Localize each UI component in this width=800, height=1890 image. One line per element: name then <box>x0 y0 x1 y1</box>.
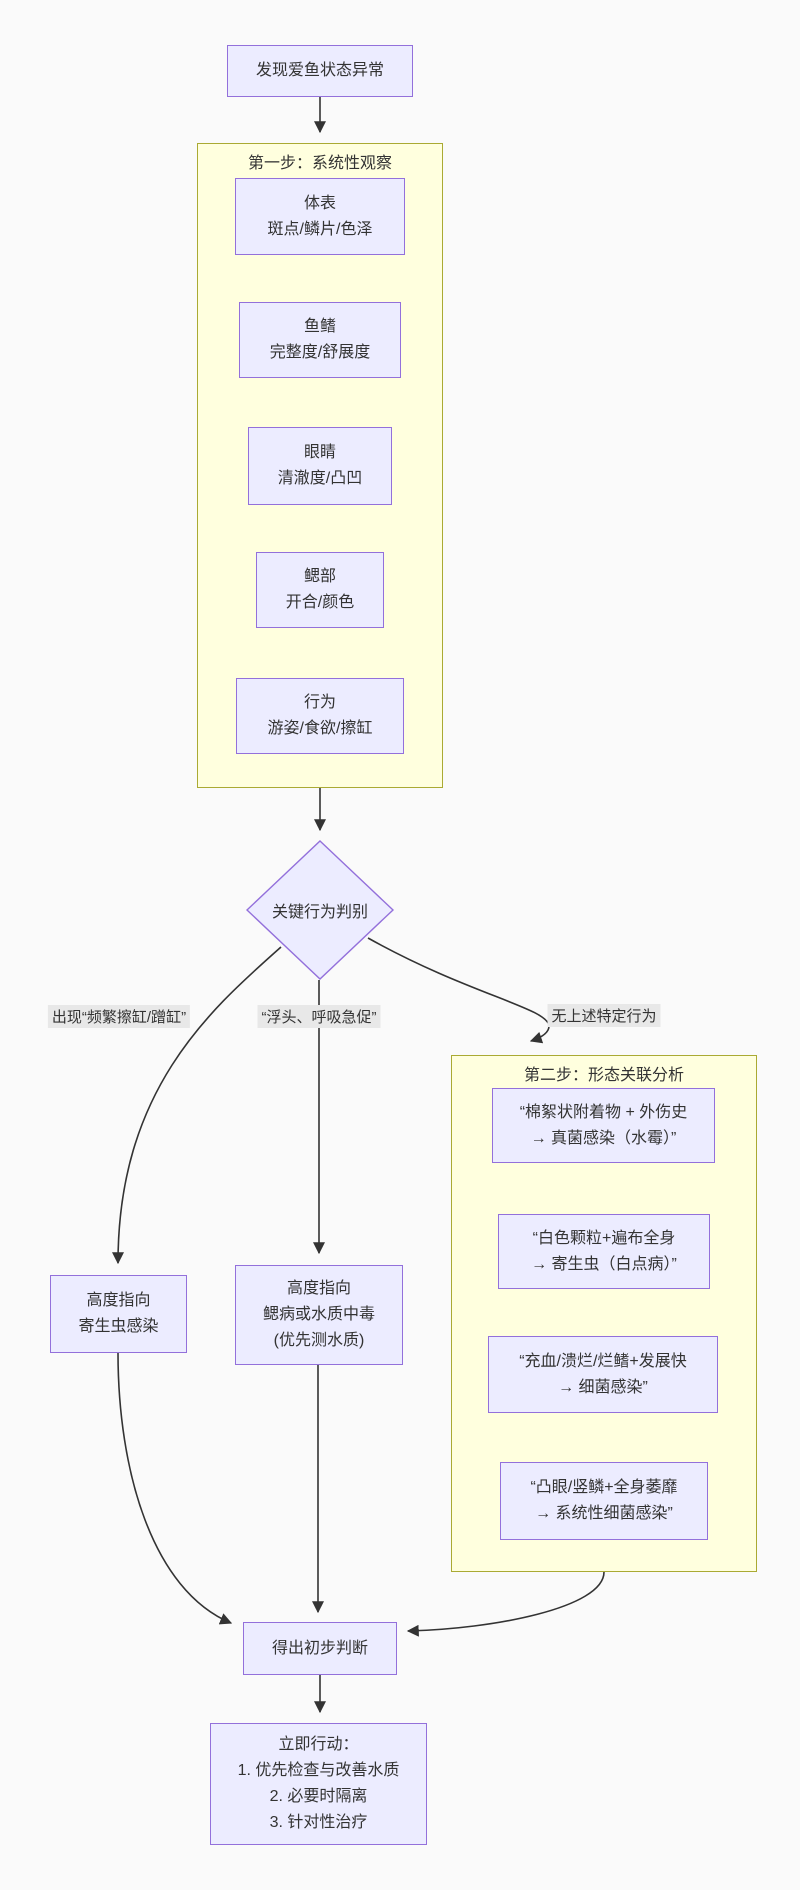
node-outcome-parasite-line1: 高度指向 <box>86 1292 151 1310</box>
node-bacterial-infection-line1: “充血/溃烂/烂鳍+发展快 <box>519 1352 687 1370</box>
node-systemic-bacterial-line1: “凸眼/竖鳞+全身萎靡 <box>530 1479 678 1497</box>
edge-decision-right <box>367 937 550 1044</box>
node-fungal-infection: “棉絮状附着物 + 外伤史 → 真菌感染（水霉）” <box>492 1088 715 1163</box>
node-body-surface-detail: 斑点/鳞片/色泽 <box>267 220 373 238</box>
node-fungal-infection-line2: → 真菌感染（水霉）” <box>530 1129 677 1147</box>
edge-left-to-conclusion <box>117 1352 233 1625</box>
node-fins-name: 鱼鳍 <box>303 318 336 336</box>
node-behavior-name: 行为 <box>303 694 336 712</box>
node-action-step-3: 3. 针对性治疗 <box>269 1813 368 1831</box>
edge-label-left-branch: 出现“频繁擦缸/蹭缸” <box>47 1005 191 1028</box>
node-body-surface-name: 体表 <box>303 194 336 212</box>
node-start-label: 发现爱鱼状态异常 <box>255 62 384 80</box>
node-systemic-bacterial-line2: → 系统性细菌感染” <box>535 1505 673 1522</box>
node-white-spot-line1: “白色颗粒+遍布全身 <box>532 1229 676 1247</box>
node-outcome-gill-water-line3: (优先测水质) <box>273 1331 365 1349</box>
node-body-surface: 体表 斑点/鳞片/色泽 <box>235 178 405 255</box>
node-decision-label: 关键行为判别 <box>271 904 368 921</box>
node-behavior-detail: 游姿/食欲/擦缸 <box>267 720 373 737</box>
node-decision: 关键行为判别 <box>240 893 400 927</box>
node-fins-detail: 完整度/舒展度 <box>269 344 371 361</box>
node-gills-name: 鳃部 <box>303 568 336 586</box>
node-outcome-gill-water-line1: 高度指向 <box>286 1280 351 1298</box>
node-gills-detail: 开合/颜色 <box>285 594 355 611</box>
node-bacterial-infection: “充血/溃烂/烂鳍+发展快 → 细菌感染” <box>488 1336 718 1413</box>
edge-label-middle-branch: “浮头、呼吸急促” <box>257 1005 381 1028</box>
node-behavior: 行为 游姿/食欲/擦缸 <box>236 678 404 754</box>
decision-diamond-shape <box>245 840 395 980</box>
node-outcome-gill-water: 高度指向 鳃病或水质中毒 (优先测水质) <box>235 1265 403 1365</box>
cluster-step1-title: 第一步：系统性观察 <box>247 155 392 172</box>
cluster-step2-title: 第二步：形态关联分析 <box>523 1067 684 1084</box>
node-systemic-bacterial: “凸眼/竖鳞+全身萎靡 → 系统性细菌感染” <box>500 1462 708 1540</box>
node-white-spot-line2: → 寄生虫（白点病）” <box>531 1255 677 1273</box>
node-action-step-2: 2. 必要时隔离 <box>269 1788 368 1805</box>
node-action-title: 立即行动： <box>278 1736 359 1754</box>
node-eyes: 眼睛 清澈度/凸凹 <box>248 427 392 505</box>
edge-decision-left <box>112 946 282 1265</box>
node-action-step-1: 1. 优先检查与改善水质 <box>237 1762 400 1780</box>
node-white-spot: “白色颗粒+遍布全身 → 寄生虫（白点病）” <box>498 1214 710 1289</box>
node-outcome-gill-water-line2: 鳃病或水质中毒 <box>262 1306 375 1324</box>
node-outcome-parasite-line2: 寄生虫感染 <box>78 1318 159 1335</box>
node-bacterial-infection-line2: → 细菌感染” <box>558 1378 648 1396</box>
edge-step2-to-conclusion <box>406 1571 605 1637</box>
node-outcome-parasite: 高度指向 寄生虫感染 <box>50 1275 187 1353</box>
edge-label-right-branch: 无上述特定行为 <box>547 1004 661 1027</box>
node-conclusion-label: 得出初步判断 <box>271 1639 368 1657</box>
node-eyes-name: 眼睛 <box>303 444 336 462</box>
node-fungal-infection-line1: “棉絮状附着物 + 外伤史 <box>519 1103 688 1121</box>
node-action: 立即行动： 1. 优先检查与改善水质 2. 必要时隔离 3. 针对性治疗 <box>210 1723 427 1845</box>
node-fins: 鱼鳍 完整度/舒展度 <box>239 302 401 378</box>
node-conclusion: 得出初步判断 <box>243 1622 397 1675</box>
node-gills: 鳃部 开合/颜色 <box>256 552 384 628</box>
node-start: 发现爱鱼状态异常 <box>227 45 413 97</box>
node-eyes-detail: 清澈度/凸凹 <box>277 470 363 487</box>
